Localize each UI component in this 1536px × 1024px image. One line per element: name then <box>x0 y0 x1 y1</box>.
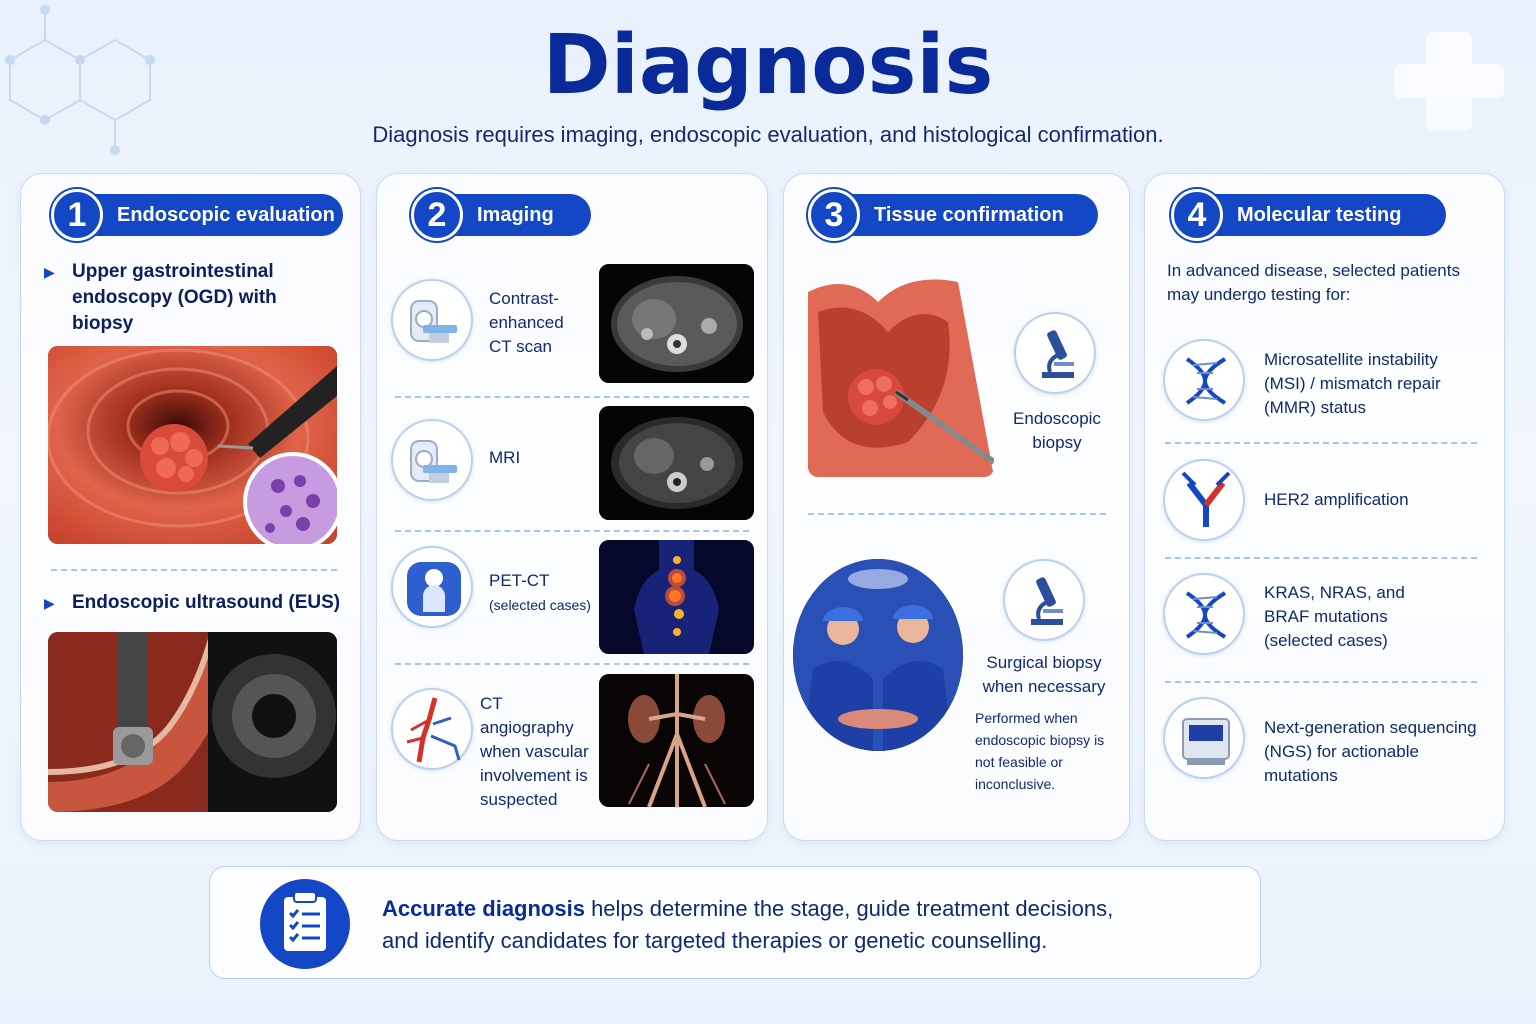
endoscopy-image <box>48 346 337 544</box>
microscope-icon <box>1014 312 1096 394</box>
imaging-ct-label: Contrast-enhanced CT scan <box>489 289 564 356</box>
step-badge-3: 3 Tissue confirmation <box>808 189 1098 241</box>
imaging-mri-label: MRI <box>489 448 521 467</box>
endoscopic-biopsy-image <box>808 272 994 477</box>
sequencer-icon <box>1163 697 1245 779</box>
pet-ct-icon <box>391 546 473 628</box>
blood-vessel-icon <box>391 688 473 770</box>
mri-scanner-icon <box>391 419 473 501</box>
item-ogd: ▶ Upper gastrointestinal endoscopy (OGD)… <box>44 259 312 337</box>
divider <box>395 663 749 665</box>
molecular-ngs-label: Next-generation sequencing (NGS) for act… <box>1264 718 1477 785</box>
footer-summary: Accurate diagnosis helps determine the s… <box>209 866 1261 979</box>
step-title-4: Molecular testing <box>1237 204 1402 226</box>
molecular-kras-label: KRAS, NRAS, and BRAF mutations (selected… <box>1264 583 1405 650</box>
divider <box>395 530 749 532</box>
arrow-right-icon: ▶ <box>44 595 55 611</box>
imaging-cta-label: CT angiography when vascular involvement… <box>480 694 589 809</box>
step-number-1: 1 <box>51 189 103 241</box>
eus-image <box>48 632 337 812</box>
antibody-icon <box>1163 459 1245 541</box>
divider <box>808 513 1106 515</box>
footer-text: Accurate diagnosis helps determine the s… <box>382 893 1113 957</box>
ct-scan-image <box>599 264 754 383</box>
step-number-2: 2 <box>411 189 463 241</box>
imaging-petct-label: PET-CT <box>489 571 550 590</box>
step-badge-1: 1 Endoscopic evaluation <box>51 189 343 241</box>
footer-bold: Accurate diagnosis <box>382 896 585 921</box>
item-eus: ▶ Endoscopic ultrasound (EUS) <box>44 590 352 616</box>
pet-ct-image <box>599 540 754 654</box>
molecular-intro: In advanced disease, selected patients m… <box>1167 261 1460 304</box>
divider <box>395 396 749 398</box>
tissue-endoscopic-label: Endoscopic biopsy <box>1013 409 1101 452</box>
imaging-petct-note: (selected cases) <box>489 597 591 613</box>
divider <box>1165 681 1477 683</box>
molecular-msi-label: Microsatellite instability (MSI) / misma… <box>1264 350 1441 417</box>
step-title-2: Imaging <box>477 204 554 226</box>
step-title-1: Endoscopic evaluation <box>117 204 335 226</box>
ct-angiography-image <box>599 674 754 807</box>
card-endoscopic-evaluation: 1 Endoscopic evaluation ▶ Upper gastroin… <box>20 173 361 841</box>
step-title-3: Tissue confirmation <box>874 204 1064 226</box>
footer-line2: and identify candidates for targeted the… <box>382 928 1048 953</box>
ct-scanner-icon <box>391 279 473 361</box>
dna-icon <box>1163 573 1245 655</box>
step-number-3: 3 <box>808 189 860 241</box>
card-imaging: 2 Imaging Contrast-enhanced CT scan MRI … <box>376 173 768 841</box>
page-title: Diagnosis <box>542 18 994 113</box>
item-ogd-label: Upper gastrointestinal endoscopy (OGD) w… <box>72 261 277 334</box>
mri-image <box>599 406 754 520</box>
tissue-surgical-label: Surgical biopsy when necessary <box>982 653 1106 696</box>
surgical-biopsy-image <box>793 559 963 751</box>
tissue-surgical-note: Performed when endoscopic biopsy is not … <box>975 710 1105 792</box>
molecule-decoration <box>5 5 155 155</box>
dna-icon <box>1163 339 1245 421</box>
arrow-right-icon: ▶ <box>44 264 55 280</box>
clipboard-checklist-icon <box>260 879 350 969</box>
page-subtitle: Diagnosis requires imaging, endoscopic e… <box>372 122 1164 147</box>
card-tissue-confirmation: 3 Tissue confirmation Endoscopic biopsy … <box>783 173 1130 841</box>
molecular-her2-label: HER2 amplification <box>1264 490 1409 509</box>
card-molecular-testing: 4 Molecular testing In advanced disease,… <box>1144 173 1505 841</box>
step-badge-4: 4 Molecular testing <box>1171 189 1446 241</box>
item-eus-label: Endoscopic ultrasound (EUS) <box>72 592 341 613</box>
step-number-4: 4 <box>1171 189 1223 241</box>
divider <box>1165 442 1477 444</box>
step-badge-2: 2 Imaging <box>411 189 591 241</box>
footer-line1: helps determine the stage, guide treatme… <box>584 896 1114 921</box>
divider <box>1165 557 1477 559</box>
microscope-icon <box>1003 559 1085 641</box>
medical-cross-icon <box>1394 32 1504 130</box>
divider <box>51 569 337 571</box>
